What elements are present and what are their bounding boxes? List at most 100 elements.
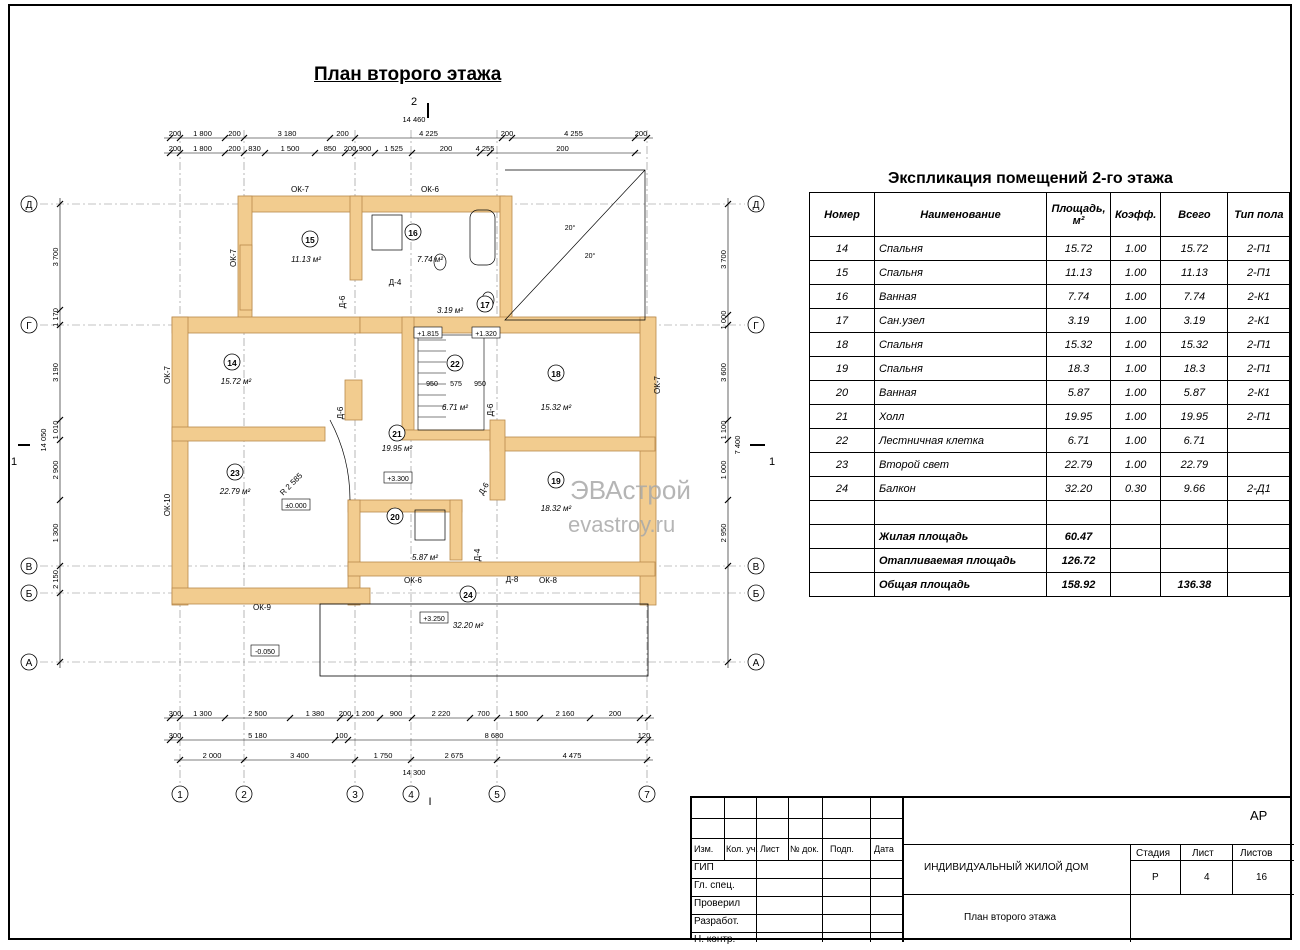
dim-bottom-1-tick [493,714,501,722]
dim-bottom-1-tick [636,714,644,722]
axis-label-y-left: Д [26,200,33,211]
dim-top-1-tick [240,134,248,142]
room-number-marker [459,585,477,603]
room-number: 23 [230,468,240,478]
door-label: Д-6 [338,295,347,308]
explication-empty-cell [1109,572,1162,597]
explication-cell: 2-П1 [1227,404,1291,429]
dim-top-2-tick [476,149,484,157]
door-label: Д-6 [486,403,495,416]
dim-top-1-value: 200 [635,129,648,138]
dim-bottom-1-tick [346,714,354,722]
dim-top-1-value: 3 180 [278,129,297,138]
dim-top-2-value: 200 [228,144,241,153]
stamp-sheet-title: План второго этажа [964,912,1057,923]
log-wall [349,195,363,281]
stamp-col-header: Кол. уч. [726,844,758,854]
axis-marker [20,584,38,602]
dim-left-tick [56,200,64,208]
axis-label-y-left: В [26,562,33,573]
dim-left-tick [56,436,64,444]
dim-right-value: 1 000 [719,311,728,330]
axis-label-y-right: В [753,562,760,573]
second-light-arc [329,419,351,501]
room-number: 16 [408,228,418,238]
explication-cell: 11.13 [1160,260,1229,285]
dim-top-1-value: 4 225 [419,129,438,138]
stair-dim: 950 [474,381,486,388]
dim-left-tick [56,321,64,329]
explication-cell: Ванная [874,284,1047,309]
log-wall [239,244,253,311]
explication-cell: 7.74 [1160,284,1229,309]
room-number-marker [547,364,565,382]
explication-cell: 2-П1 [1227,332,1291,357]
dim-bottom-3-value: 2 675 [445,751,464,760]
stamp-grid-line [902,894,1294,895]
dim-right-tick [724,436,732,444]
dim-top-1-tick [643,134,651,142]
stamp-grid-line [788,798,789,860]
dim-right-value: 3 700 [719,250,728,269]
dim-bottom-3-tick [351,756,359,764]
explication-cell: 1.00 [1109,236,1162,261]
stamp-grid-line [692,818,902,819]
dim-top-1-value: 200 [169,129,182,138]
explication-cell: Спальня [874,332,1047,357]
dim-bottom-1-tick [408,714,416,722]
explication-cell: 2-П1 [1227,260,1291,285]
window-label: ОК-8 [539,576,558,585]
room-area: 15.72 м² [221,377,252,386]
explication-cell: 16 [809,284,875,309]
section-mark-bottom: I [428,796,431,808]
log-wall [401,429,503,441]
explication-empty-cell [809,572,875,597]
dim-right-value: 3 600 [719,363,728,382]
dim-top-1-tick [221,134,229,142]
level-mark: +1.815 [417,331,439,338]
explication-empty-cell [1109,524,1162,549]
explication-cell: Ванная [874,380,1047,405]
level-box [419,611,449,624]
door-label: Д-8 [506,575,519,584]
dim-bottom-total: 14 300 [403,768,426,777]
door-label: Д-4 [473,548,482,561]
axis-marker [235,785,253,803]
dim-top-2-tick [486,149,494,157]
room-number: 21 [392,429,402,439]
shower-icon [371,214,403,251]
stamp-grid-line [692,878,902,879]
stamp-grid-line [902,844,1294,845]
axis-label-x: 1 [177,790,183,801]
dim-top-1-value: 1 800 [193,129,212,138]
explication-cell: 15.32 [1046,332,1111,357]
dim-bottom-2-tick [166,736,174,744]
explication-cell [874,500,1047,525]
explication-cell: 15.72 [1160,236,1229,261]
dim-bottom-1-value: 2 500 [248,709,267,718]
explication-cell [1227,428,1291,453]
window-label: ОК-7 [291,185,310,194]
room-area: 15.32 м² [541,403,572,412]
dim-bottom-2-value: 100 [335,731,348,740]
window-label: ОК-9 [253,603,272,612]
explication-cell: 1.00 [1109,284,1162,309]
explication-title: Экспликация помещений 2-го этажа [888,170,1173,187]
stamp-stage-label: Стадия [1136,848,1171,859]
explication-cell: 2-Д1 [1227,476,1291,501]
level-mark: ±0.000 [285,503,306,510]
axis-marker [402,785,420,803]
stamp-role: Н. контр. [694,934,736,945]
dim-left-value: 1 010 [51,421,60,440]
explication-cell: Второй свет [874,452,1047,477]
axis-label-y-right: А [753,658,760,669]
dim-left-value: 2 900 [51,461,60,480]
room-number-marker [547,471,565,489]
dim-top-2-tick [341,149,349,157]
room-number: 24 [463,590,473,600]
col-total: Всего [1160,192,1229,237]
dim-top-2-tick [311,149,319,157]
stamp-col-header: Дата [874,844,894,854]
